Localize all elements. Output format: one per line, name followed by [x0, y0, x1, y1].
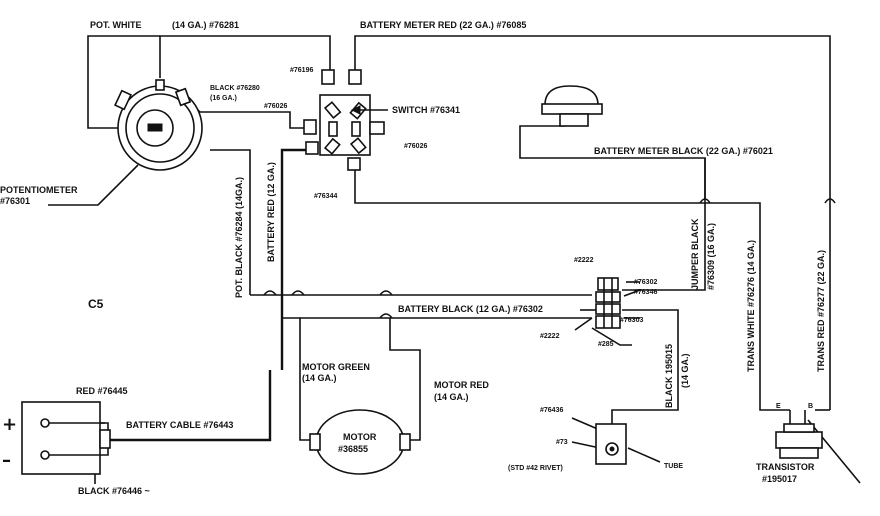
label-tube: TUBE — [664, 463, 683, 470]
switch — [303, 69, 388, 171]
label-part-76344: #76344 — [314, 193, 337, 200]
label-std-rivet: (STD #42 RIVET) — [508, 465, 563, 472]
potentiometer — [114, 79, 203, 171]
motor — [309, 409, 411, 475]
label-terminal-b: B — [808, 403, 813, 410]
label-part-76302-a: #76302 — [634, 279, 657, 286]
wire-pot-black — [210, 149, 251, 295]
label-terminal-e: E — [776, 403, 781, 410]
label-part-2222-top: #2222 — [574, 257, 594, 264]
label-motor-green: MOTOR GREEN — [302, 362, 370, 372]
label-battery-meter-red: BATTERY METER RED (22 GA.) #76085 — [360, 20, 526, 30]
label-black-76280: BLACK #76280 — [210, 85, 260, 92]
label-part-285: #285 — [598, 341, 614, 348]
label-pot-black: POT. BLACK #76284 (14GA.) — [234, 177, 244, 298]
battery-meter — [541, 85, 603, 127]
label-potentiometer-num: #76301 — [0, 196, 30, 206]
wire-motor-red — [389, 318, 421, 441]
transistor — [775, 410, 823, 459]
label-motor-green-gauge: (14 GA.) — [302, 373, 337, 383]
label-part-76196: #76196 — [290, 67, 313, 74]
label-trans-white: TRANS WHITE #76276 (14 GA.) — [746, 240, 756, 372]
connector-block — [574, 277, 641, 346]
label-part-76026-right: #76026 — [404, 143, 427, 150]
label-pot-white: POT. WHITE — [90, 20, 142, 30]
label-red-76445: RED #76445 — [76, 386, 128, 396]
wire-battery-cable — [108, 370, 272, 442]
label-black-76280-gauge: (16 GA.) — [210, 95, 237, 102]
label-part-76026-left: #76026 — [264, 103, 287, 110]
wire-black-195015 — [611, 309, 679, 425]
battery — [21, 401, 111, 475]
crossovers — [263, 198, 836, 319]
wire-jumper-black — [622, 158, 706, 291]
label-battery-black: BATTERY BLACK (12 GA.) #76302 — [398, 304, 543, 314]
label-c5: C5 — [88, 297, 104, 311]
label-transistor-num: #195017 — [762, 474, 797, 484]
label-transistor: TRANSISTOR — [756, 462, 815, 472]
label-part-73: #73 — [556, 439, 568, 446]
wire-pot-white — [159, 35, 331, 78]
wire-battery-meter-black — [519, 125, 706, 200]
label-part-76436: #76436 — [540, 407, 563, 414]
wire-battery-meter-red — [354, 35, 831, 410]
label-battery-cable: BATTERY CABLE #76443 — [126, 420, 233, 430]
label-battery-red: BATTERY RED (12 GA.) — [266, 162, 276, 262]
label-battery-meter-black: BATTERY METER BLACK (22 GA.) #76021 — [594, 146, 773, 156]
label-jumper-black-num: #76309 (16 GA.) — [706, 223, 716, 290]
label-part-76346: #76346 — [634, 289, 657, 296]
label-jumper-black: JUMPER BLACK — [690, 218, 700, 290]
label-pot-white-gauge: (14 GA.) #76281 — [172, 20, 239, 30]
label-motor: MOTOR — [343, 432, 377, 442]
label-switch: SWITCH #76341 — [392, 105, 460, 115]
label-motor-red: MOTOR RED — [434, 380, 489, 390]
label-part-76303: #76303 — [620, 317, 643, 324]
wire-transistor-leader — [807, 419, 861, 484]
label-trans-red: TRANS RED #76277 (22 GA.) — [816, 250, 826, 372]
wire-pot-white-branch — [87, 35, 160, 129]
label-plus: + — [2, 414, 17, 435]
label-potentiometer: POTENTIOMETER — [0, 185, 78, 195]
label-black-195015: BLACK 195015 — [664, 344, 674, 408]
label-black-195015-gauge: (14 GA.) — [680, 353, 690, 388]
wire-motor-green — [282, 317, 318, 441]
wire-pot-leader — [48, 164, 139, 206]
wire-switch-bottom — [354, 165, 745, 204]
wire-battery-red — [280, 148, 310, 370]
label-black-76446: BLACK #76446 ~ — [78, 486, 150, 496]
tube-rivet — [595, 423, 627, 465]
label-motor-num: #36855 — [338, 444, 368, 454]
wire-trans-white — [745, 202, 790, 411]
wire-tube-leader — [627, 447, 661, 463]
label-motor-red-gauge: (14 GA.) — [434, 392, 469, 402]
labels: POT. WHITE (14 GA.) #76281 BATTERY METER… — [0, 20, 826, 496]
label-minus: – — [2, 450, 11, 471]
label-part-2222-bottom: #2222 — [540, 333, 560, 340]
